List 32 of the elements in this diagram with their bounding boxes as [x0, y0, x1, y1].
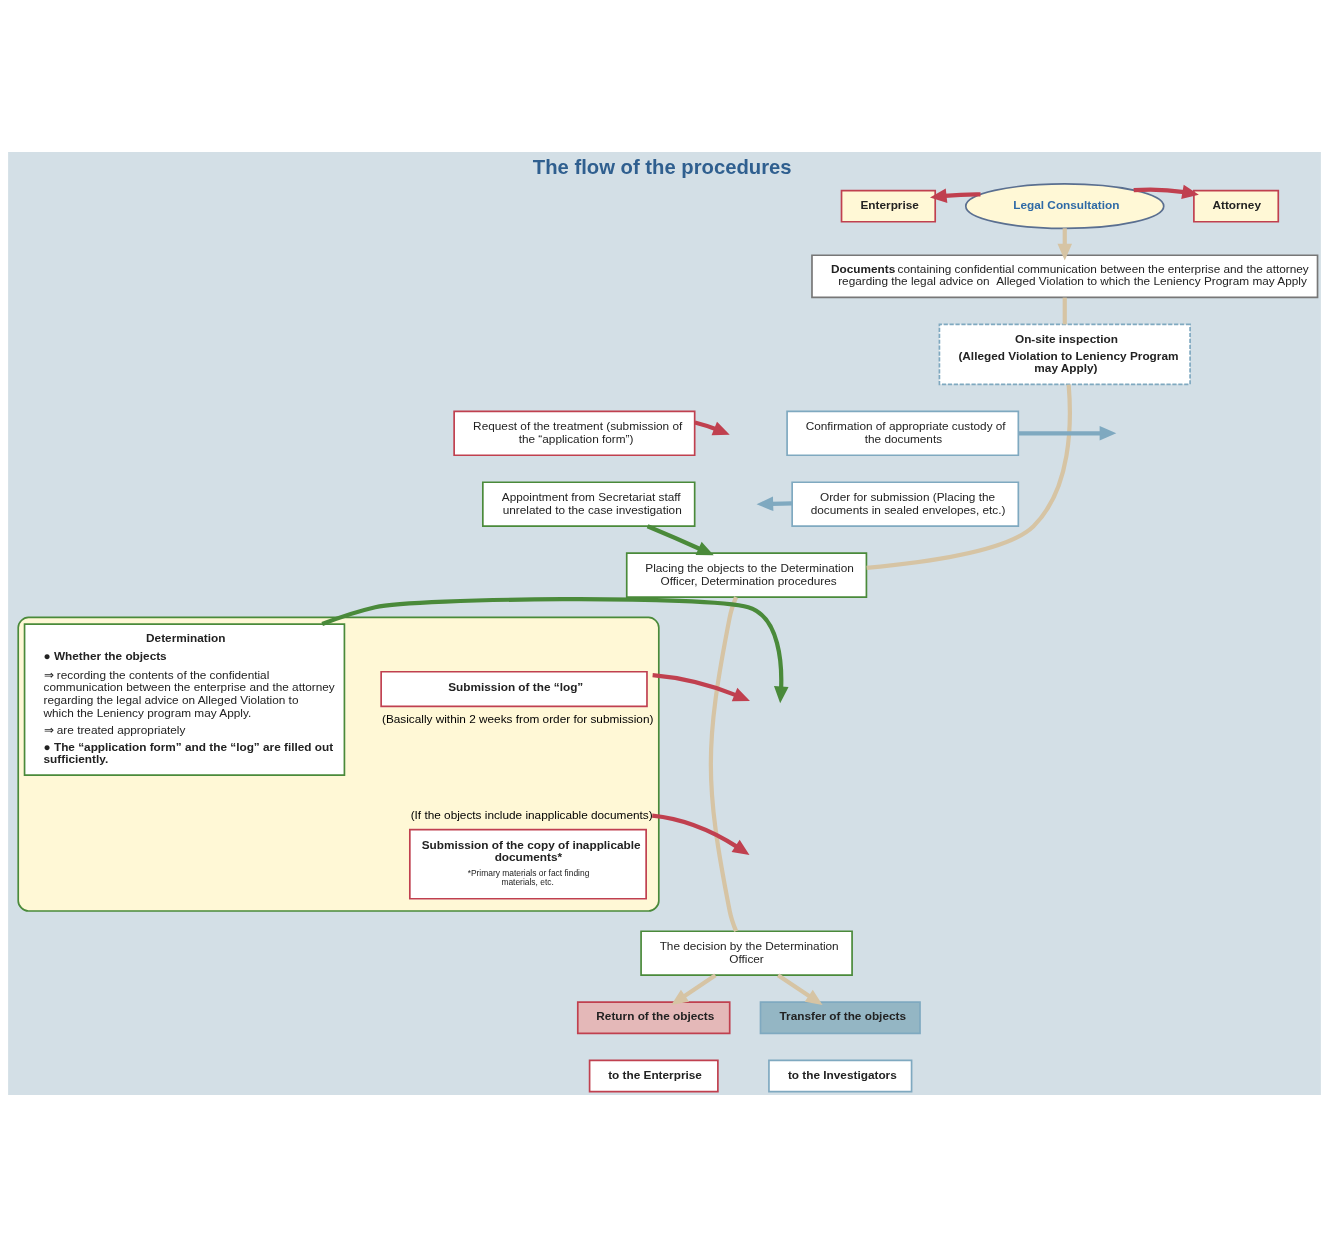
arrow — [694, 420, 730, 436]
diagram-title: The flow of the procedures — [532, 156, 792, 179]
node-box: Enterprise — [840, 189, 937, 223]
node-box: Transfer of the objects — [759, 1001, 921, 1035]
connector — [1062, 297, 1067, 325]
node-label: (Basically within 2 weeks from order for submission) — [381, 712, 654, 727]
node-box: Confirmation of appropriate custody of the documents — [786, 410, 1020, 457]
cluster — [17, 616, 660, 912]
node-box: Order for submission (Placing the documents in sealed envelopes, etc.) — [791, 481, 1020, 527]
node-label: (If the objects include inapplicable documents) — [410, 807, 653, 822]
node-box: Return of the objects — [576, 1001, 731, 1035]
arrow — [756, 496, 793, 512]
arrow — [651, 813, 750, 856]
arrow — [1018, 426, 1117, 441]
node-box: Determination ● Whether the objects ⇒ recording the contents of the confidential communication between the enterprise and the attorney regarding the legal advice on Alleged Violation to which the Leniency program may Apply. ⇒ are treated appropriately ● The “application form” and the “log” are filled out sufficiently. — [23, 623, 346, 776]
node-box: to the Investigators — [768, 1059, 913, 1093]
node-ellipse: Legal Consultation — [964, 183, 1165, 230]
arrow — [321, 597, 789, 704]
node-box: Placing the objects to the Determination Officer, Determination procedures — [625, 552, 868, 598]
node-box: Attorney — [1193, 189, 1280, 223]
node-box: The decision by the Determination Officer — [640, 930, 853, 976]
arrow — [652, 673, 750, 702]
node-box: Documents containing confidential communication between the enterprise and the attorney regarding the legal advice on Alleged Violation to which the Leniency Program may Apply — [811, 254, 1319, 299]
node-box: Appointment from Secretariat staff unrelated to the case investigation — [482, 481, 696, 527]
connector — [866, 384, 1072, 570]
node-box: On-site inspection (Alleged Violation to Leniency Program may Apply) — [938, 323, 1191, 386]
connector — [708, 596, 739, 932]
node-box: to the Enterprise — [588, 1059, 719, 1093]
arrow — [930, 188, 981, 203]
node-box: Request of the treatment (submission of the “application form”) — [453, 410, 696, 457]
arrow — [1133, 184, 1199, 200]
arrow — [671, 973, 717, 1006]
